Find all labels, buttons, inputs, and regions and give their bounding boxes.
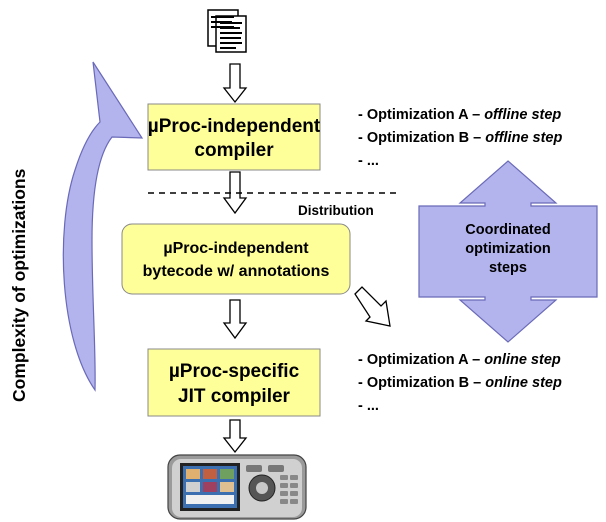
- mobile-phone-icon: [167, 454, 307, 520]
- offline-item-2-prefix: - Optimization B –: [358, 130, 485, 146]
- online-item-1-prefix: - Optimization A –: [358, 352, 484, 368]
- offline-item-1-prefix: - Optimization A –: [358, 107, 484, 123]
- compiler-box-subtitle: compiler: [194, 140, 274, 161]
- coordinated-line-3: steps: [489, 260, 527, 276]
- compiler-box: µProc-independent compiler: [147, 103, 321, 171]
- svg-text:- ...: - ...: [358, 398, 379, 414]
- complexity-curved-arrow: [62, 61, 144, 392]
- jit-box-title: µProc-specific: [169, 361, 300, 382]
- distribution-label: Distribution: [298, 203, 374, 218]
- bytecode-box-title: µProc-independent: [163, 240, 309, 257]
- jit-compiler-box: µProc-specific JIT compiler: [147, 348, 321, 417]
- online-item-1-step: online step: [484, 352, 561, 368]
- down-arrow-2: [222, 171, 248, 215]
- offline-item-1-step: offline step: [484, 107, 561, 123]
- complexity-label: Complexity of optimizations: [9, 168, 29, 402]
- down-arrow-4: [222, 419, 248, 454]
- compiler-box-title: µProc-independent: [148, 116, 321, 137]
- online-item-3-prefix: - ...: [358, 398, 379, 414]
- down-arrow-3: [222, 299, 248, 340]
- offline-item-3-prefix: - ...: [358, 153, 379, 169]
- svg-text:- ...: - ...: [358, 153, 379, 169]
- coordinated-line-1: Coordinated: [465, 222, 550, 238]
- diagonal-arrow: [354, 286, 391, 327]
- online-item-2-step: online step: [485, 375, 562, 391]
- documents-icon: [207, 9, 247, 53]
- coordinated-line-2: optimization: [465, 241, 550, 257]
- svg-text:- Optimization A – online step: - Optimization A – online step: [358, 352, 561, 368]
- online-optimization-list: - Optimization A – online step - Optimiz…: [358, 352, 562, 414]
- coordinated-double-arrow: Coordinated optimization steps: [418, 160, 598, 343]
- bytecode-box: µProc-independent bytecode w/ annotation…: [121, 223, 351, 295]
- svg-text:- Optimization B – offline ste: - Optimization B – offline step: [358, 130, 562, 146]
- online-item-2-prefix: - Optimization B –: [358, 375, 485, 391]
- bytecode-box-subtitle: bytecode w/ annotations: [143, 263, 330, 280]
- down-arrow-1: [222, 63, 248, 104]
- jit-box-subtitle: JIT compiler: [178, 386, 291, 407]
- offline-optimization-list: - Optimization A – offline step - Optimi…: [358, 107, 562, 169]
- offline-item-2-step: offline step: [485, 130, 562, 146]
- svg-text:- Optimization B – online step: - Optimization B – online step: [358, 375, 562, 391]
- svg-text:- Optimization A – offline ste: - Optimization A – offline step: [358, 107, 561, 123]
